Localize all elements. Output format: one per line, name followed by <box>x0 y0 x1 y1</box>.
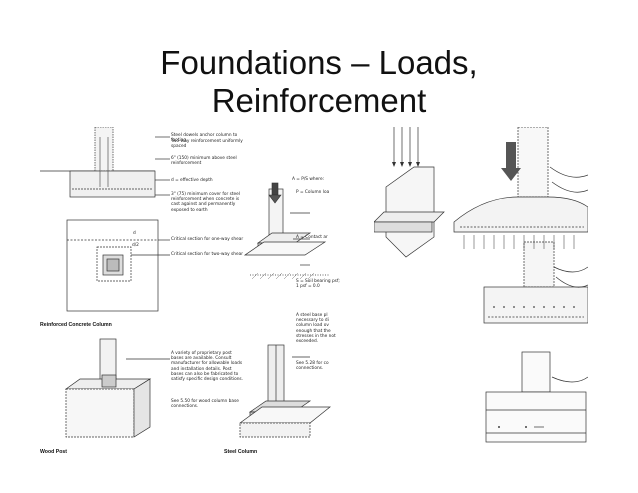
dim-label-d-half: d/2 <box>132 243 139 248</box>
note-two-way-shear: Critical section for two-way shear <box>171 252 244 257</box>
column-load-arrow-icon <box>501 142 521 181</box>
note-soil-bearing: S = Soil bearing psf; 1 psf = 0.0 <box>296 279 340 290</box>
footing-drawings-right <box>374 127 588 443</box>
caption-reinforced-concrete-column: Reinforced Concrete Column <box>40 322 112 328</box>
note-post-bases: A variety of proprietary post bases are … <box>171 351 244 383</box>
note-two-way: Two-way reinforcement uniformly spaced <box>171 139 243 150</box>
footing-drawings-left <box>40 127 331 438</box>
note-wood-column: See 5.50 for wood column base connection… <box>171 399 239 410</box>
note-min-above: 6" (150) minimum above steel reinforceme… <box>171 156 237 167</box>
slide-title: Foundations – Loads, Reinforcement <box>0 44 638 120</box>
note-steel-base-plate: A steel base pl necessary to di column l… <box>296 313 336 345</box>
note-contact-area: A = Contact ar <box>296 235 328 240</box>
title-line-2: Reinforcement <box>211 82 427 119</box>
note-min-cover: 3" (75) minimum cover for steel reinforc… <box>171 192 241 213</box>
note-steel-dowels: Steel dowels anchor column to footing <box>171 133 238 144</box>
note-area-formula: A = P/S where: <box>292 177 325 182</box>
load-arrow-icon <box>268 182 282 204</box>
note-effective-depth: d = effective depth <box>171 178 213 183</box>
caption-steel-column: Steel Column <box>224 449 258 455</box>
caption-wood-post: Wood Post <box>40 449 67 455</box>
note-steel-connections: See 5.28 for co connections. <box>296 361 329 372</box>
footing-diagram-left: Steel dowels anchor column to footing Tw… <box>40 127 340 459</box>
title-line-1: Foundations – Loads, <box>160 44 478 81</box>
note-one-way-shear: Critical section for one-way shear <box>171 237 244 242</box>
note-column-load: P = Column loa <box>296 190 330 195</box>
dim-label-d: d <box>133 231 136 236</box>
footing-diagram-right <box>374 127 588 459</box>
